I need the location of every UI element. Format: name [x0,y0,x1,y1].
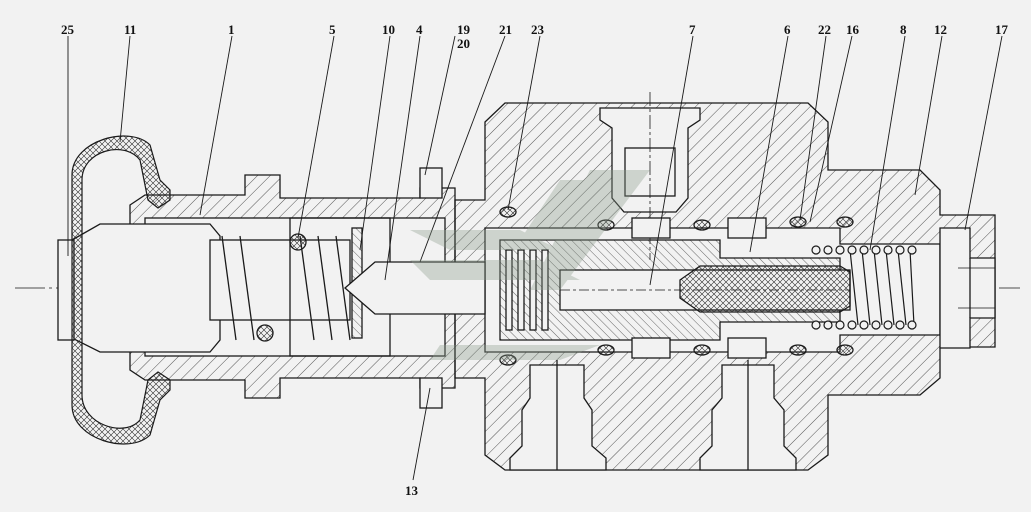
right-spring [811,245,917,330]
left-spring [221,233,351,342]
callout-19: 19 [457,22,471,37]
plunger [209,239,351,321]
locking-nut-top [419,167,443,199]
callout-8: 8 [900,22,907,37]
needle-tip [344,261,486,315]
callout-21: 21 [499,22,512,37]
callout-6: 6 [784,22,791,37]
callout-23: 23 [531,22,545,37]
callout-25: 25 [61,22,75,37]
o-rings [412,206,854,366]
spool-grooves [505,249,549,331]
callout-16: 16 [846,22,860,37]
needle-valve [679,265,851,313]
callout-10: 10 [382,22,395,37]
bottom-port-left [509,364,607,471]
leader-lines [67,35,1003,481]
end-plug [939,227,996,349]
callout-12: 12 [934,22,947,37]
rubber-cap [71,135,171,445]
callout-17: 17 [995,22,1009,37]
callout-11: 11 [124,22,136,37]
callout-7: 7 [689,22,696,37]
locking-nut-bottom [419,377,443,409]
callout-4: 4 [416,22,423,37]
callout-5: 5 [329,22,336,37]
callout-1: 1 [228,22,235,37]
callout-22: 22 [818,22,831,37]
push-button [71,223,221,353]
callout-20: 20 [457,36,470,51]
stylized-emblem-watermark [410,170,650,360]
callout-13: 13 [405,483,419,498]
